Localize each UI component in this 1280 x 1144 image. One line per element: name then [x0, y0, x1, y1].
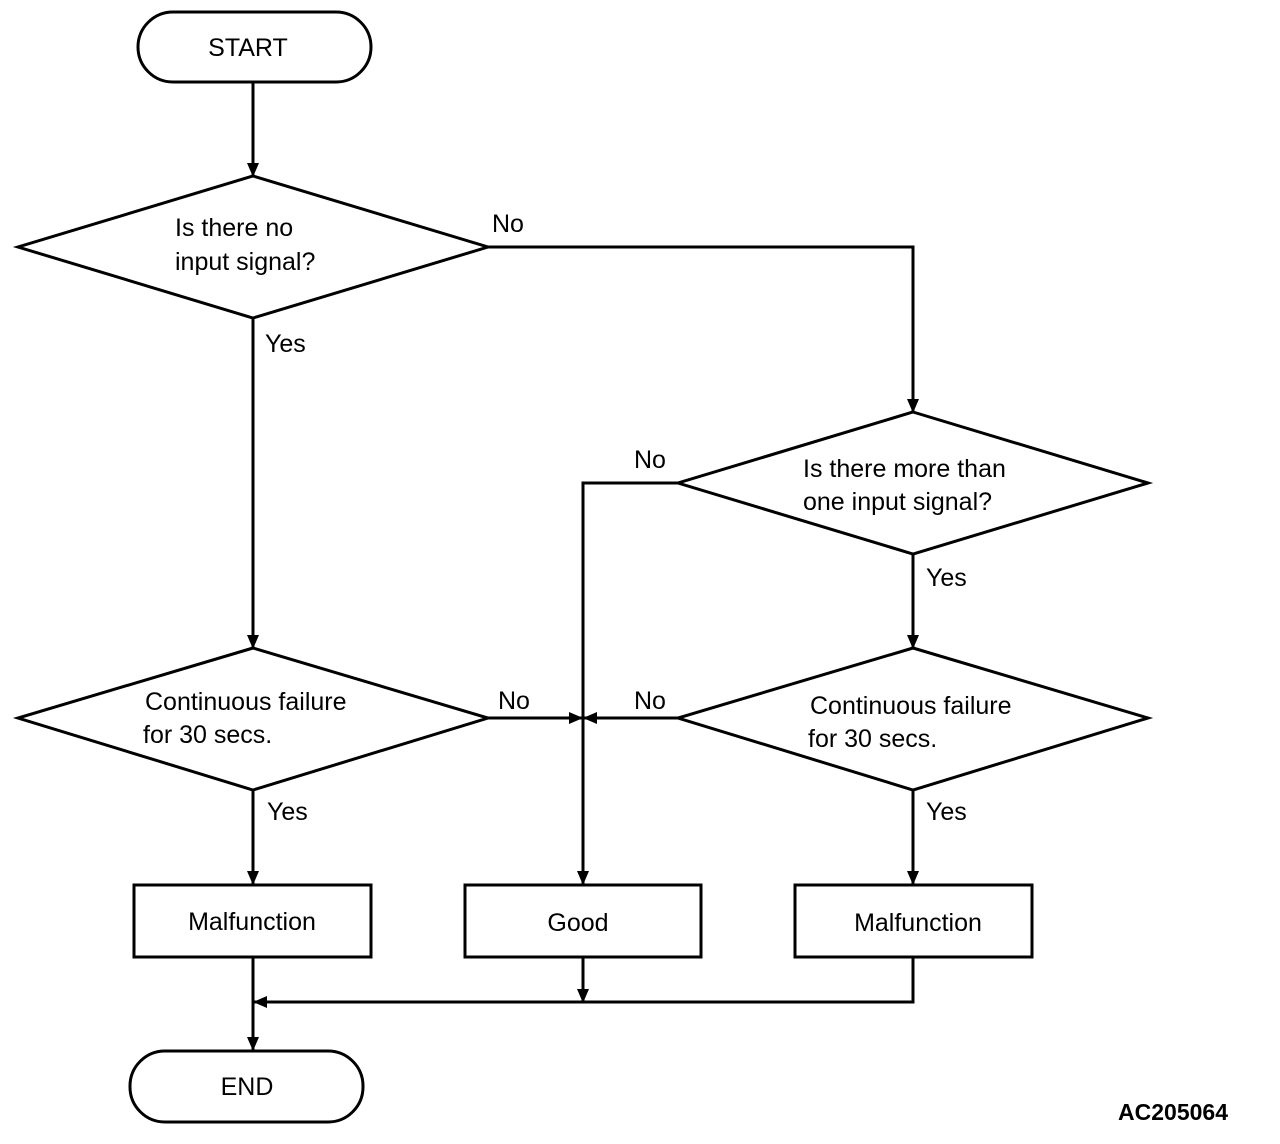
decision3-line2: for 30 secs.: [143, 721, 272, 749]
decision3-no-label: No: [498, 687, 530, 715]
figure-code: AC205064: [1118, 1099, 1228, 1125]
decision3-line1: Continuous failure: [145, 688, 347, 716]
end-label: END: [221, 1073, 274, 1101]
decision-no-input-signal: Is there no input signal?: [12, 174, 494, 320]
decision1-line2: input signal?: [175, 248, 315, 276]
decision4-no-label: No: [634, 687, 666, 715]
decision3-yes-label: Yes: [267, 798, 308, 826]
malfunction-right-label: Malfunction: [854, 909, 982, 937]
end-terminator: END: [128, 1049, 365, 1124]
connector-decision1-no: [488, 245, 919, 413]
malfunction-box-left: Malfunction: [132, 883, 373, 959]
start-label: START: [208, 34, 288, 62]
decision1-yes-label: Yes: [265, 330, 306, 358]
decision2-no-label: No: [634, 446, 666, 474]
malfunction-left-label: Malfunction: [188, 908, 316, 936]
start-terminator: START: [136, 10, 373, 84]
decision2-line1: Is there more than: [803, 455, 1006, 483]
connector-malfunction-right-to-bus: [253, 957, 915, 1008]
decision-more-than-one-input-signal: Is there more than one input signal?: [672, 410, 1154, 556]
malfunction-box-right: Malfunction: [793, 883, 1034, 959]
connector-decision2-no: [577, 481, 678, 885]
good-label: Good: [547, 909, 608, 937]
decision4-line2: for 30 secs.: [808, 725, 937, 753]
decision2-yes-label: Yes: [926, 564, 967, 592]
decision1-no-label: No: [492, 210, 524, 238]
decision-continuous-failure-right: Continuous failure for 30 secs.: [672, 646, 1154, 792]
decision2-line2: one input signal?: [803, 488, 992, 516]
decision1-line1: Is there no: [175, 214, 293, 242]
good-box: Good: [463, 883, 703, 959]
decision4-line1: Continuous failure: [810, 692, 1012, 720]
decision-continuous-failure-left: Continuous failure for 30 secs.: [12, 646, 494, 792]
decision4-yes-label: Yes: [926, 798, 967, 826]
